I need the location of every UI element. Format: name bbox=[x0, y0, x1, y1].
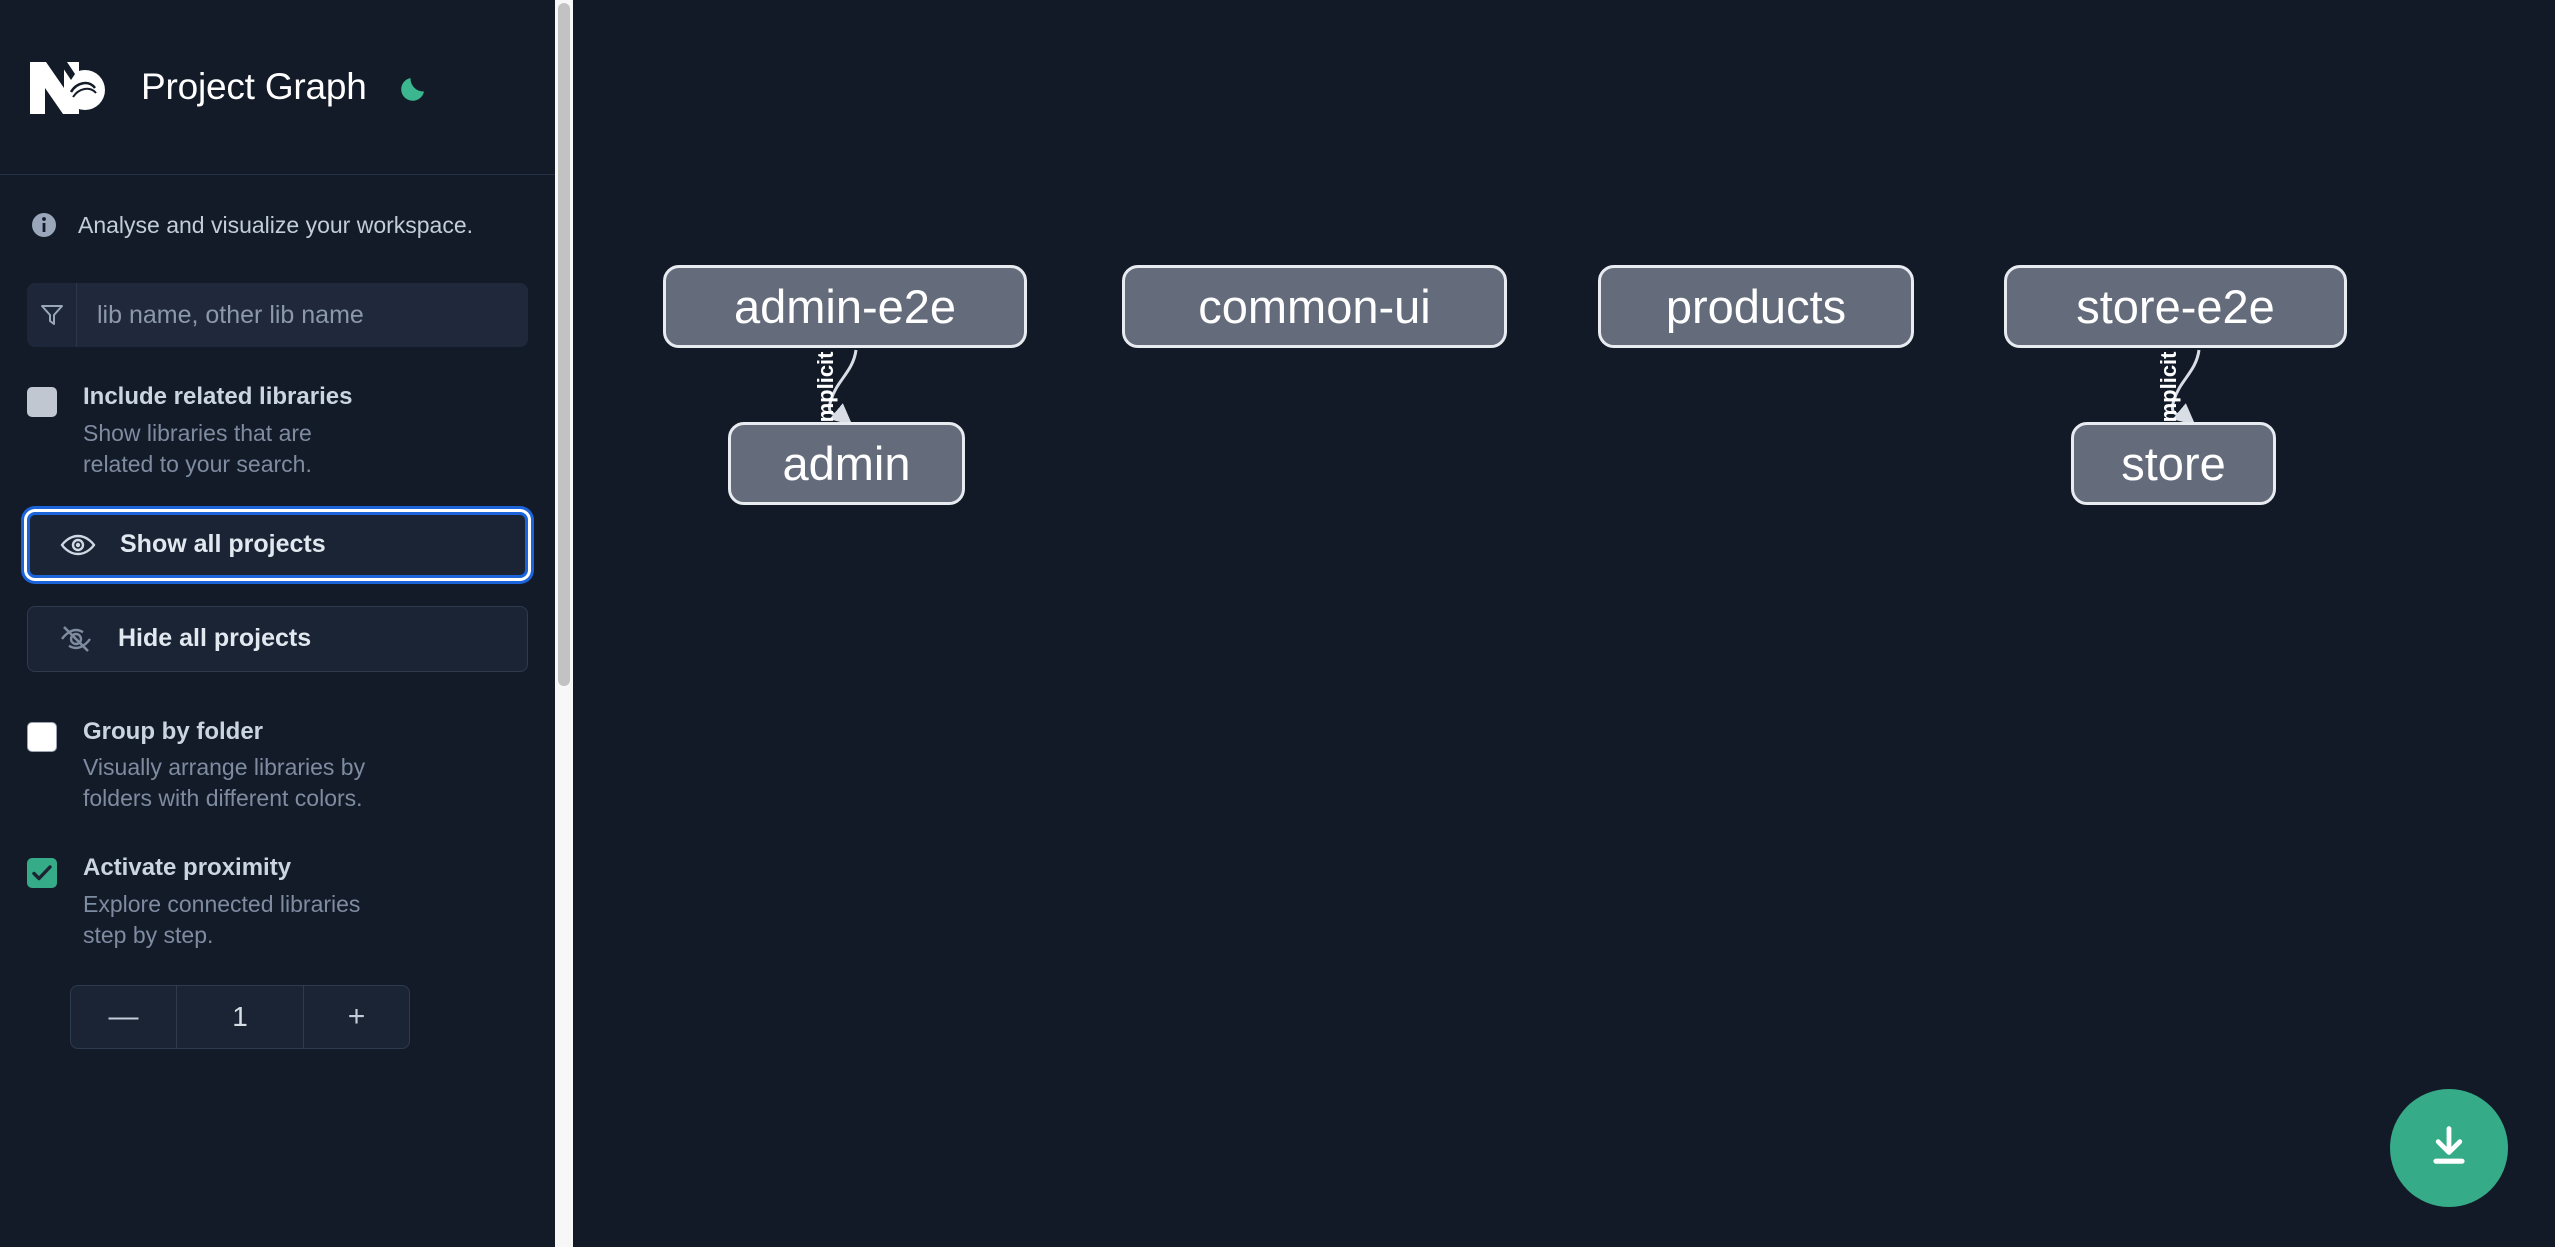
graph-edges: implicit implicit bbox=[813, 349, 2201, 429]
hide-all-projects-label: Hide all projects bbox=[118, 624, 312, 653]
option-description: Explore connected libraries step by step… bbox=[83, 890, 361, 949]
eye-icon bbox=[60, 527, 96, 563]
info-icon bbox=[30, 211, 58, 239]
option-group-by-folder[interactable]: Group by folder Visually arrange librari… bbox=[0, 718, 555, 815]
check-icon bbox=[32, 865, 52, 881]
option-description: Show libraries that are related to your … bbox=[83, 419, 312, 477]
graph-node-admin[interactable]: admin bbox=[728, 422, 965, 505]
proximity-stepper: — 1 + bbox=[70, 985, 410, 1050]
graph-node-common-ui[interactable]: common-ui bbox=[1122, 265, 1507, 348]
edge-store-e2e-store bbox=[2171, 349, 2201, 425]
moon-icon[interactable] bbox=[395, 67, 435, 107]
workspace-info-text: Analyse and visualize your workspace. bbox=[78, 211, 474, 238]
graph-node-products[interactable]: products bbox=[1598, 265, 1914, 348]
funnel-icon bbox=[27, 283, 77, 347]
proximity-increment-button[interactable]: + bbox=[347, 1000, 366, 1034]
option-title: Activate proximity bbox=[83, 854, 292, 882]
search-input[interactable] bbox=[77, 283, 528, 347]
option-title: Group by folder bbox=[83, 717, 263, 745]
proximity-decrement-button[interactable]: — bbox=[108, 1000, 139, 1034]
show-all-projects-button[interactable]: Show all projects bbox=[27, 511, 528, 578]
download-graph-button[interactable] bbox=[2390, 1089, 2508, 1207]
page-title: Project Graph bbox=[141, 66, 367, 107]
proximity-value: 1 bbox=[176, 986, 304, 1049]
hide-all-projects-button[interactable]: Hide all projects bbox=[27, 605, 528, 672]
include-related-libraries-checkbox[interactable] bbox=[27, 387, 57, 417]
graph-node-store-e2e[interactable]: store-e2e bbox=[2004, 265, 2347, 348]
filter-field[interactable] bbox=[27, 283, 528, 347]
activate-proximity-checkbox[interactable] bbox=[27, 858, 57, 889]
nx-logo-icon bbox=[27, 56, 111, 118]
graph-node-store[interactable]: store bbox=[2071, 422, 2276, 505]
group-by-folder-checkbox[interactable] bbox=[27, 721, 57, 752]
sidebar: Project Graph Analyse and visualize your… bbox=[0, 0, 555, 1247]
edge-label-implicit-admin: implicit bbox=[813, 351, 838, 429]
option-title: Include related libraries bbox=[83, 383, 353, 410]
workspace-info: Analyse and visualize your workspace. bbox=[0, 175, 555, 239]
option-description: Visually arrange libraries by folders wi… bbox=[83, 754, 366, 812]
eye-off-icon bbox=[58, 621, 94, 657]
sidebar-header: Project Graph bbox=[0, 0, 555, 175]
hide-all-projects-row: Hide all projects bbox=[27, 605, 528, 672]
download-icon bbox=[2423, 1120, 2475, 1177]
option-activate-proximity[interactable]: Activate proximity Explore connected lib… bbox=[0, 854, 555, 951]
sidebar-scrollbar-thumb[interactable] bbox=[558, 3, 570, 686]
edge-admin-e2e-admin bbox=[828, 349, 858, 425]
show-all-projects-row: Show all projects bbox=[27, 511, 528, 578]
show-all-projects-label: Show all projects bbox=[120, 530, 326, 559]
graph-node-admin-e2e[interactable]: admin-e2e bbox=[663, 265, 1027, 348]
sidebar-scrollbar[interactable] bbox=[555, 0, 573, 1247]
edge-label-implicit-store: implicit bbox=[2156, 351, 2181, 429]
graph-canvas[interactable]: implicit implicit admin-e2e common-ui pr… bbox=[573, 0, 2555, 1247]
option-include-related-libraries[interactable]: Include related libraries Show libraries… bbox=[0, 383, 555, 480]
